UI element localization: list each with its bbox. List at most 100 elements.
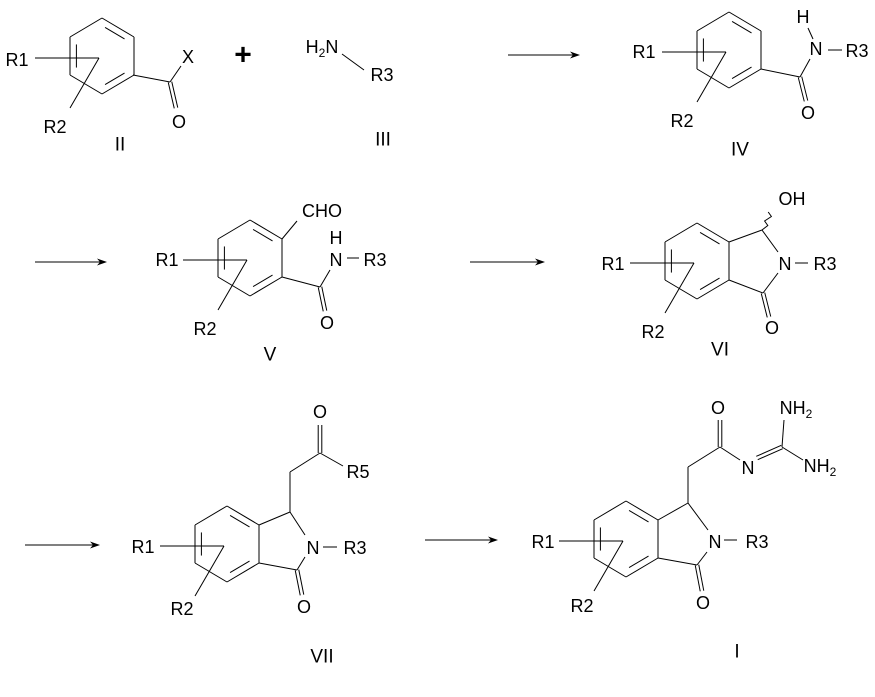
compound-label: V [264,345,277,366]
n-label: N [810,39,823,59]
n-label: N [325,37,338,57]
bond [259,512,290,525]
hydroxyl-label: OH [779,189,806,209]
ring-bond [195,506,227,525]
oxygen-label: O [320,313,334,333]
bond [782,420,784,447]
bond [342,54,364,70]
ring-bond [594,558,626,577]
imine-n-label: N [742,458,755,478]
r2-substituent-bond [218,260,247,310]
amino-label-top: NH2 [780,398,813,421]
r1-label: R1 [531,532,554,552]
r2-substituent-bond [195,546,224,596]
amine-label: H2N [306,37,339,60]
r2-substituent-bond [665,263,694,313]
compound-III: H2N R3 III [306,37,394,151]
bond [320,453,343,466]
compound-label: IV [731,140,749,161]
compound-I: R1 R2 O N NH2 NH2 N R3 O I [531,398,836,663]
r2-label: R2 [570,596,593,616]
bond [282,221,297,239]
oxygen-top-label: O [313,402,327,422]
ring-bond [102,75,134,94]
r3-label: R3 [845,41,868,61]
compound-label: VII [310,647,333,668]
ring-bond [218,220,250,239]
h-label: H [797,7,810,27]
compound-VI: R1 R2 OH N R3 O VI [601,189,836,361]
r3-label: R3 [370,65,393,85]
r3-label: R3 [363,250,386,270]
ring-bond [227,563,259,582]
compound-label: II [115,135,126,156]
compound-VII: R1 R2 O R5 N R3 O VII [131,402,369,668]
r1-label: R1 [601,254,624,274]
oxygen-top-label: O [711,398,725,418]
r2-substituent-bond [594,541,623,591]
bond [782,447,803,460]
oxygen-label: O [801,103,815,123]
bond [259,563,297,570]
ring-bond [697,223,729,242]
bond [761,69,800,77]
bond [729,280,763,293]
ring-bond [594,501,626,520]
r1-label: R1 [131,537,154,557]
bond [297,557,305,570]
bond [170,66,181,82]
amino-label-bottom: NH2 [804,456,837,479]
bond [688,503,708,530]
compound-label: VI [711,340,729,361]
bond [290,512,305,535]
r3-label: R3 [745,532,768,552]
ring-bond [102,18,134,37]
r3-label: R3 [813,254,836,274]
oxygen-label: O [765,318,779,338]
ring-bond [250,277,282,296]
bond [763,273,778,293]
ring-bond [195,563,227,582]
n-label: N [307,538,320,558]
bond [133,75,170,82]
r2-substituent-bond [697,52,726,102]
subscript: 2 [830,465,837,479]
ring-bond [697,280,729,299]
r2-substituent-bond [70,58,99,108]
bond [658,558,697,565]
r1-label: R1 [155,250,178,270]
bond [808,28,813,39]
bond [688,447,720,467]
ring-bond [227,506,259,525]
x-label: X [182,47,194,67]
bond [320,270,330,287]
oxygen-label: O [297,597,311,617]
wavy-bond [762,212,771,230]
r1-label: R1 [632,42,655,62]
ring-bond [665,223,697,242]
n-label: N [330,250,343,270]
ring-bond [70,18,102,37]
aldehyde-label: CHO [302,201,342,221]
bond [290,453,320,472]
compound-II: R1 R2 X O II [5,47,194,156]
ring-bond [729,69,761,88]
r2-label: R2 [170,599,193,619]
bond [762,230,778,252]
h-label: H [306,37,319,57]
bond [720,447,740,460]
r2-label: R2 [641,322,664,342]
ring-bond [729,12,761,31]
n-label: N [779,254,792,274]
compound-IV: R1 R2 N H R3 O IV [632,7,868,161]
plus-sign: + [234,39,252,72]
nh-label: NH [804,456,830,476]
bond [800,59,810,77]
ring-bond [70,75,102,94]
subscript: 2 [806,407,813,421]
ring-bond [626,558,658,577]
nh-label: NH [780,398,806,418]
ring-bond [218,277,250,296]
reaction-arrows [25,52,580,549]
